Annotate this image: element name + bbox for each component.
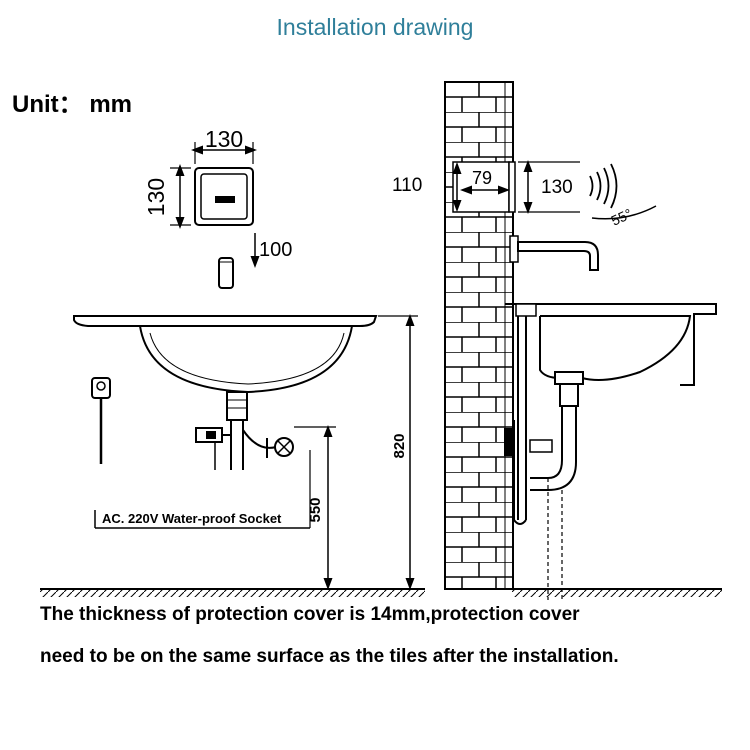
height-dimensions: 820 550 [294,314,418,590]
sensor-window [215,196,235,203]
wall-79-label: 79 [472,168,492,188]
wall-130-label: 130 [541,177,573,198]
sensor-front-view: 130 130 100 [143,126,292,289]
note-line-2: need to be on the same surface as the ti… [40,646,619,667]
page-title: Installation drawing [276,14,474,40]
front-basin [73,315,378,470]
sensor-width-label: 130 [205,126,243,152]
note-line-1: The thickness of protection cover is 14m… [40,604,580,625]
side-basin [504,303,717,600]
socket: AC. 220V Water-proof Socket [91,377,311,529]
angle-label: 55° [609,205,635,228]
unit-label: Unit： mm [12,91,132,118]
wall-110-label: 110 [392,175,422,196]
height-550-label: 550 [307,497,324,522]
side-spout [509,235,599,271]
sensor-height-label: 130 [143,178,169,216]
height-820-label: 820 [391,433,408,458]
gap-label: 100 [259,239,292,261]
spout-cylinder [218,257,234,289]
socket-label: AC. 220V Water-proof Socket [102,511,282,526]
floor [40,588,722,597]
wall-section: 110 79 130 55° [392,81,657,590]
